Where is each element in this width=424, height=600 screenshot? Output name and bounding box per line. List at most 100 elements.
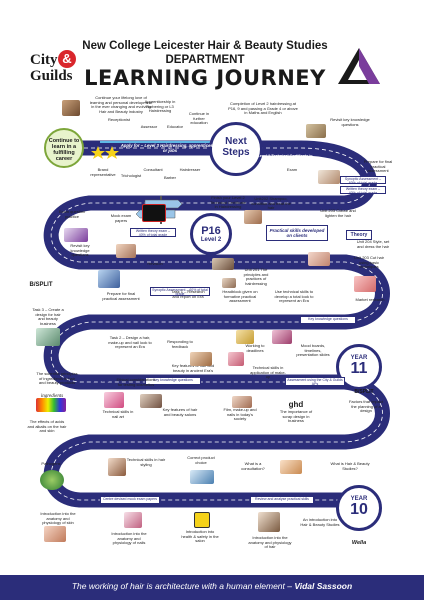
mock-exam-label: Mock exam papers [110,213,132,223]
nail-art-icon [104,392,124,408]
assessment-banner: Assessment using the City & Guilds APs [285,377,345,386]
certificate-photo-icon [306,124,326,138]
exam-label: Exam [286,167,298,172]
era-photo-icon [98,270,120,288]
products-icon [190,470,214,484]
career-educator: Educator [166,124,183,129]
business-design-icon [36,328,60,346]
completion-text: Completion of Level 2 hairdressing at P1… [228,101,298,116]
consultation-photo-icon [280,460,302,474]
career-brand-rep: Brand representative [90,167,116,177]
market-research-icon [354,276,376,292]
practical-skills-banner: Practical skills developed on clients [266,225,328,241]
key-features-salons-label: Key features of hair and beauty salons [162,407,198,417]
bsplit-logo-1: B/SPLIT [29,282,53,288]
department-title: DEPARTMENT [165,54,245,66]
hair-anatomy-icon [258,512,280,532]
career-apprentice: Apprenticeship in Barbering or L3 Hairdr… [144,99,176,114]
styling-photo-icon [308,252,330,266]
hair-products-icon [244,210,262,224]
unit204-label: Unit 204 Style, set and dress the hair [356,239,390,249]
clock-photo-icon [236,330,254,344]
career-further-education: Continue in further education [188,111,210,126]
revisit-knowledge-label: Revisit key knowledge questions [70,243,90,258]
use-technical-label: Use technical skills to develop a total … [274,289,314,304]
intro-health-label: Introduction into health & safety in the… [181,529,219,544]
career-receptionist: Receptionist [107,117,130,122]
task2-label: Task 2 – Design a hair, make-up and nail… [108,335,152,350]
scientific-label: The scientific principles of ingredients… [36,371,78,386]
career-trichologist: Trichologist [120,173,142,178]
college-title: New College Leicester Hair & Beauty Stud… [82,40,328,52]
technical-makeup-label: Technical skills in application of make-… [250,365,286,380]
colour-chart-icon [318,170,340,184]
theory-banner: Theory [346,230,372,240]
responding-label: Responding to feedback [167,339,193,349]
scrap-design-label: The importance of scrap design in busine… [279,409,313,424]
page-title: LEARNING JOURNEY [84,66,326,90]
nail-anatomy-icon [124,512,142,528]
continue-learning-bubble: Continue to learn in a fulfilling career [44,128,84,168]
film-makeup-icon [232,396,252,408]
salon-photo-icon [62,100,80,116]
year-10-bubble: YEAR 10 [336,485,382,531]
career-consultant: Consultant [143,167,163,172]
bsplit-logo-2: B/SPLIT [354,389,374,395]
career-barber: Barber [163,175,176,180]
intro-anatomy-skin-label: Introduction into the anatomy and physio… [40,511,76,526]
headblock-label: Headblock given on formative practical a… [222,289,258,304]
what-hair-beauty-label: What is Hair & Beauty Studies? [330,461,370,471]
apply-banner: Apply for – Level 3 Hairdressing, appren… [120,143,220,153]
safety-sign-icon [194,512,210,528]
deadlines-label: Working to deadlines [245,343,265,353]
hair-styling-icon [108,458,126,476]
synoptic-assessment-top: Synoptic Assessment – 60% of total grade [340,176,386,185]
review-banner: Review and analyse practical skills [250,496,314,504]
consultation-label: What is a consultation? [241,461,265,471]
ethical-label: Ethical considerations for testing cosme… [116,377,156,387]
p16-bubble: P16 Level 2 [190,213,232,255]
prepare-final-top: Prepare for final practical assessment [363,159,393,174]
technical-hair-label: Technical skills in hair styling [126,457,166,467]
task3-label: Task 3 – Create a design for hair and be… [32,307,64,326]
technical-nail-label: Technical skills in nail art [102,409,134,419]
intro-anatomy-hair-label: Introduction into the anatomy and physio… [248,535,292,550]
salon-interior-icon [140,394,162,408]
centre-devised-banner: Centre devised mock exam papers [100,496,160,504]
task1-label: Task 1 – Research and report on Era [171,289,205,299]
hair-photo-icon [212,258,234,270]
wella-logo: Wella [351,540,367,546]
exam-questions-label: Exam question practice [58,209,86,219]
correct-product-label: Correct product choice [187,455,215,465]
headblock-photo-icon [222,278,236,288]
intro-text: Continue your lifelong love of learning … [89,95,153,114]
key-knowledge-questions-2: Key knowledge questions [145,377,201,385]
prepare-practical-label: Prepare for final practical assessment [102,291,140,301]
written-exam-mid: Written theory exam – 40% of total grade [130,228,176,237]
intro-hair-studies-label: An introduction into Hair & Beauty Studi… [300,517,340,527]
market-research-label: Market research [355,297,385,302]
footer-bar [0,575,424,600]
ingredients-label: ingredients [40,394,64,399]
knowledge-photo-icon [64,228,88,242]
career-assessor: Assessor [140,124,158,129]
unit205-label: Unit 205 Colour and lighten the hair [320,208,356,218]
revision-label: Revision [147,261,163,266]
pathogens-label: Pathogens [41,461,61,466]
intro-anatomy-nails-label: Introduction into the anatomy and physio… [111,531,147,546]
unit201-label: Unit 201 The principles and practices of… [243,267,269,286]
factors-label: Factors that impact the planning of a de… [348,399,383,414]
finish-level2-label: Finish your Level 2 Technical Certificat… [210,195,246,210]
career-hairdresser: Hairdresser [179,167,201,172]
makeup-photo-icon [228,352,244,366]
written-exam-top: Written theory exam – 40% of total grade [340,186,386,195]
ghd-logo: ghd [288,400,304,409]
pcta-logo: PCTA [93,378,109,384]
acids-alkalis-label: The effects of acids and alkalis on the … [27,419,67,434]
film-makeup-label: Film, make-up and nails in today's socie… [223,407,257,422]
level2-certificate-banner: Level 2 Technical Certificate in Hairdre… [257,154,313,162]
exam-poster-icon [142,204,166,222]
ancient-era-icon [190,352,212,366]
unit202-label: Unit202 Shampoo, condition and treat the… [251,196,291,211]
